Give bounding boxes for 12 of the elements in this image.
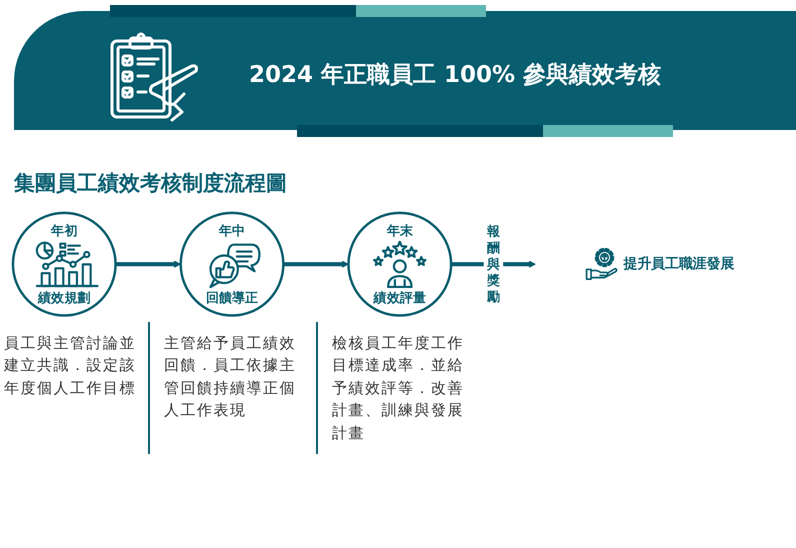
- arrow: [116, 260, 182, 268]
- banner-title: 2024 年正職員工 100% 參與績效考核: [248, 61, 662, 90]
- arrow: [283, 260, 349, 268]
- section-heading: 集團員工績效考核制度流程圖: [14, 170, 287, 197]
- node-circle: 年末 績效評量: [347, 212, 452, 317]
- edge-label: 報酬與獎勵: [486, 223, 500, 304]
- node-circle: 年初 績效規劃: [12, 212, 117, 317]
- step-description: 主管給予員工績效回饋．員工依據主管回饋持續導正個人工作表現: [164, 332, 298, 421]
- step-description: 檢核員工年度工作目標達成率．並給予績效評等．改善計畫、訓練與發展計畫: [332, 332, 465, 444]
- step-description: 員工與主管討論並建立共識．設定該年度個人工作目標: [4, 332, 137, 398]
- node-circle: 年中 回饋導正: [180, 212, 285, 317]
- node-text: 提升員工職涯發展: [623, 256, 734, 272]
